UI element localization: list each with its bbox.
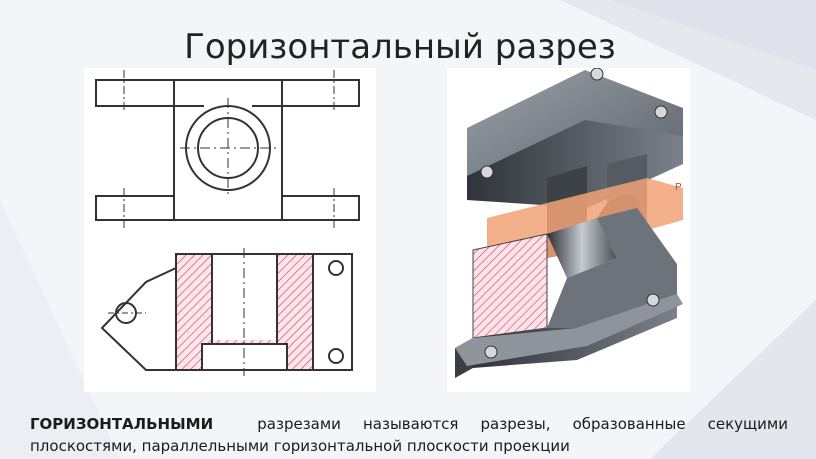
top-view <box>95 70 360 230</box>
slide-title: Горизонтальный разрез <box>184 26 616 67</box>
technical-drawing <box>84 68 376 392</box>
section-view <box>100 248 353 376</box>
definition-text: разрезами называются разрезы, образованн… <box>30 415 788 455</box>
isometric-model: P <box>447 67 690 392</box>
plane-label: P <box>675 182 682 193</box>
definition-term: ГОРИЗОНТАЛЬНЫМИ <box>30 415 214 433</box>
section-definition: ГОРИЗОНТАЛЬНЫМИ разрезами называются раз… <box>30 413 788 457</box>
lower-part <box>455 208 683 378</box>
